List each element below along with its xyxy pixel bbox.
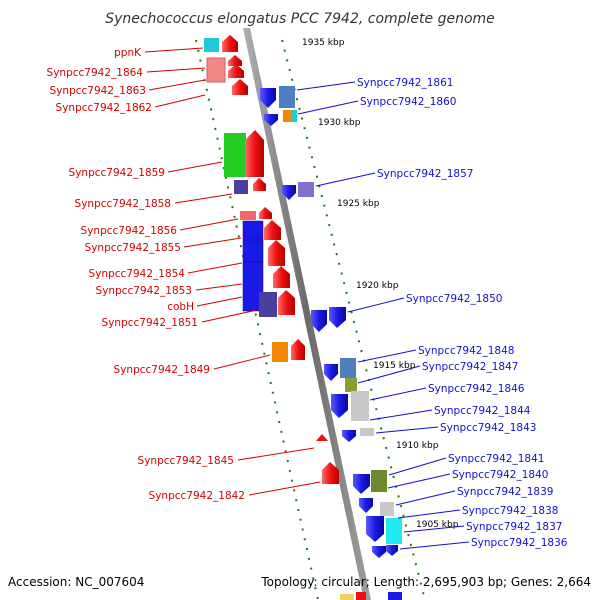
gene-glyph-1848[interactable] [340,358,356,378]
tick-label-1930: 1930 kbp [318,118,361,128]
gene-label-left[interactable]: Synpcc7942_1853 [96,285,192,297]
gene-glyph-1860-c[interactable] [291,110,297,122]
gene-glyph-1845[interactable] [316,434,328,441]
gene-glyph-1850-b[interactable] [329,307,346,328]
gene-glyph-1847[interactable] [345,378,357,392]
gene-label-right[interactable]: Synpcc7942_1848 [418,345,514,357]
gene-label-right[interactable]: Synpcc7942_1861 [357,77,453,89]
gene-label-left[interactable]: Synpcc7942_1859 [69,167,165,179]
gene-label-left[interactable]: Synpcc7942_1862 [56,102,152,114]
gene-label-right[interactable]: Synpcc7942_1846 [428,383,525,395]
gene-label-left[interactable]: cobH [167,301,194,313]
gene-glyph-1858-b[interactable] [253,178,266,191]
left-leader-lines [144,47,321,496]
gene-glyph-1837-a[interactable] [366,516,384,542]
gene-glyph-1860-b[interactable] [283,110,291,122]
gene-glyph-1844-a[interactable] [331,394,348,418]
right-leader-lines [296,81,470,550]
gene-label-right[interactable]: Synpcc7942_1843 [440,422,536,434]
gene-glyph-ppnK[interactable] [204,35,238,52]
gene-label-left[interactable]: Synpcc7942_1842 [149,490,245,502]
gene-label-left[interactable]: Synpcc7942_1845 [138,455,234,467]
gene-glyph-1857-a[interactable] [282,185,296,200]
gene-glyph-1839[interactable] [359,498,373,513]
genome-backbone [243,28,371,600]
gene-glyph-1837-b[interactable] [386,518,402,544]
gene-glyph-1846[interactable] [324,364,338,381]
gene-glyph-1849-a[interactable] [272,342,288,362]
gene-glyph-bottom-b[interactable] [340,594,354,600]
gene-glyph-1855[interactable] [264,220,281,240]
gene-glyph-bottom-c[interactable] [356,592,366,600]
gene-glyph-1840[interactable] [353,474,370,494]
gene-label-left[interactable]: ppnK [114,47,142,59]
tick-label-1915: 1915 kbp [373,361,416,371]
gene-glyph-1856[interactable] [240,211,256,220]
gene-label-left[interactable]: Synpcc7942_1849 [114,364,210,376]
gene-glyph-1836-b[interactable] [386,545,398,556]
gene-glyph-1850-a[interactable] [311,310,327,332]
gene-label-left[interactable]: Synpcc7942_1854 [89,268,186,280]
gene-label-right[interactable]: Synpcc7942_1840 [452,469,548,481]
gene-glyph-1857-b[interactable] [298,182,314,197]
accession-text: Accession: NC_007604 [8,575,145,589]
gene-glyph-1842[interactable] [322,462,339,484]
gene-glyph-1843-b[interactable] [360,428,374,436]
tick-label-1910: 1910 kbp [396,441,439,451]
gene-label-right[interactable]: Synpcc7942_1837 [466,521,562,533]
gene-glyph-1849-b[interactable] [291,339,305,360]
gene-label-right[interactable]: Synpcc7942_1850 [406,293,502,305]
map-title: Synechococcus elongatus PCC 7942, comple… [105,11,495,27]
gene-glyph-1862[interactable] [232,79,248,95]
gene-glyph-1860-a[interactable] [264,114,278,126]
tick-label-1925: 1925 kbp [337,199,380,209]
gene-glyph-1864[interactable] [206,55,244,83]
gene-label-right[interactable]: Synpcc7942_1844 [434,405,531,417]
gene-glyph-1838[interactable] [380,502,394,516]
tick-label-1935: 1935 kbp [302,38,345,48]
left-strand-guide [195,39,319,600]
gene-glyph-1859-a[interactable] [224,133,246,177]
gene-label-left[interactable]: Synpcc7942_1855 [85,242,181,254]
gene-label-left[interactable]: Synpcc7942_1863 [50,85,146,97]
gene-glyph-1851-a[interactable] [259,292,277,317]
topology-text: Topology: circular; Length: 2,695,903 bp… [261,575,591,589]
gene-label-right[interactable]: Synpcc7942_1841 [448,453,544,465]
gene-glyph-1841[interactable] [371,470,387,492]
gene-label-left[interactable]: Synpcc7942_1851 [102,317,198,329]
tick-label-1905: 1905 kbp [416,520,459,530]
gene-label-left[interactable]: Synpcc7942_1858 [75,198,171,210]
tick-label-1920: 1920 kbp [356,281,399,291]
gene-glyph-1851[interactable] [278,290,295,315]
gene-glyph-1836-a[interactable] [372,546,386,558]
gene-label-right[interactable]: Synpcc7942_1838 [462,505,558,517]
gene-label-right[interactable]: Synpcc7942_1860 [360,96,456,108]
gene-glyph-1853[interactable] [273,266,290,288]
gene-label-right[interactable]: Synpcc7942_1839 [457,486,553,498]
gene-glyph-1861-a[interactable] [260,88,276,108]
gene-label-left[interactable]: Synpcc7942_1856 [81,225,178,237]
gene-glyph-1856-b[interactable] [259,207,272,219]
gene-glyph-1861-b[interactable] [279,86,295,108]
gene-glyph-1843-a[interactable] [342,430,356,442]
gene-glyph-1859-b[interactable] [245,130,264,177]
gene-label-right[interactable]: Synpcc7942_1836 [471,537,568,549]
gene-glyph-bottom[interactable] [388,592,402,600]
gene-glyph-1844-b[interactable] [351,391,369,421]
gene-label-right[interactable]: Synpcc7942_1857 [377,168,473,180]
gene-label-right[interactable]: Synpcc7942_1847 [422,361,518,373]
gene-label-left[interactable]: Synpcc7942_1864 [47,67,144,79]
gene-glyph-1858-a[interactable] [234,180,248,194]
gene-glyph-1854[interactable] [268,240,285,266]
right-strand-guide [281,39,426,600]
